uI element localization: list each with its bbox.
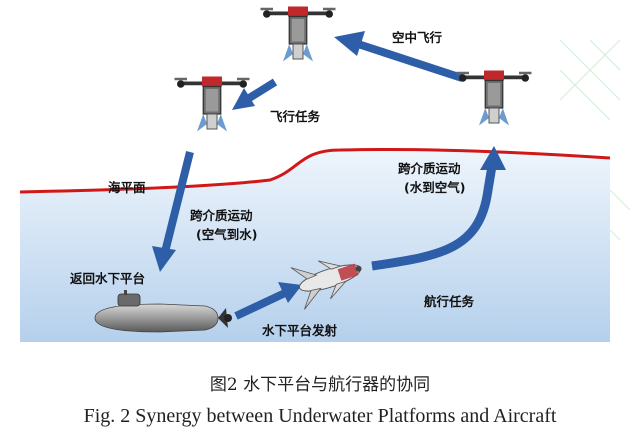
- label-air-flight: 空中飞行: [392, 30, 443, 45]
- arrow-flight-mission: [243, 78, 278, 104]
- label-cross-medium-a2w-sub: (空气到水): [196, 227, 258, 242]
- arrow-air-flight-head: [334, 31, 365, 56]
- label-sea-level: 海平面: [108, 180, 146, 195]
- label-cross-medium-a2w: 跨介质运动: [190, 208, 253, 223]
- label-cross-medium-w2a: 跨介质运动: [398, 161, 461, 176]
- arrow-air-flight: [356, 40, 464, 82]
- water-region: [20, 149, 610, 342]
- label-return-platform: 返回水下平台: [70, 271, 146, 286]
- underwater-craft: [290, 260, 362, 310]
- aircraft-right: [455, 69, 533, 127]
- arrow-air-to-water-head: [152, 246, 176, 272]
- arrow-platform-launch-head: [278, 282, 302, 303]
- arrow-platform-launch: [234, 289, 287, 320]
- label-platform-launch: 水下平台发射: [262, 323, 338, 338]
- submarine: [94, 290, 232, 333]
- arrow-air-to-water: [161, 151, 194, 253]
- label-cross-medium-w2a-sub: (水到空气): [404, 180, 466, 195]
- caption-chinese: 图2 水下平台与航行器的协同: [209, 375, 431, 395]
- label-navigation-mission: 航行任务: [424, 294, 475, 309]
- caption-english: Fig. 2 Synergy between Underwater Platfo…: [83, 405, 557, 427]
- flow-arrows: [152, 31, 506, 320]
- arrow-flight-mission-head: [232, 88, 255, 110]
- label-flight-mission: 飞行任务: [270, 109, 321, 124]
- arrow-navigation-head: [480, 146, 506, 170]
- arrow-navigation: [371, 165, 497, 271]
- aircraft-top: [259, 5, 337, 63]
